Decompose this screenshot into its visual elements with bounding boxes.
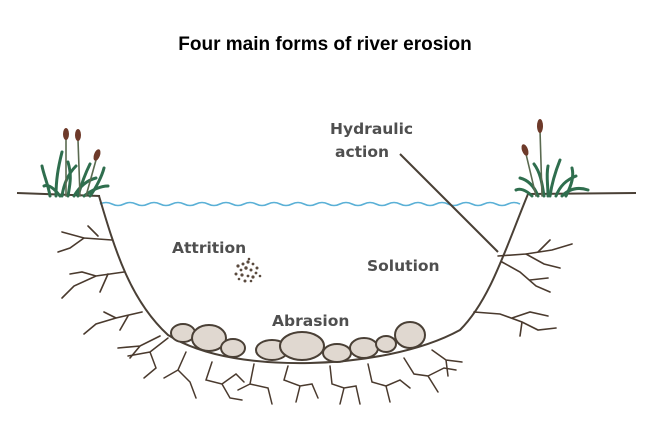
roots-right-bank xyxy=(473,239,573,337)
pebble xyxy=(375,335,397,353)
pebble xyxy=(394,321,426,349)
riverbed-outline xyxy=(98,193,529,365)
abrasion-label: Abrasion xyxy=(272,312,350,330)
hydraulic-action-label-line1: Hydraulic xyxy=(330,120,414,138)
attrition-label: Attrition xyxy=(172,239,247,257)
reeds-left xyxy=(40,128,110,198)
attrition-particles xyxy=(234,257,262,283)
pebble xyxy=(349,337,379,359)
hydraulic-action-label-line2: action xyxy=(335,143,390,161)
hydraulic-action-pointer xyxy=(399,153,499,253)
ground-line-right xyxy=(527,192,637,195)
pebble xyxy=(322,343,352,363)
bed-cracks xyxy=(127,337,463,405)
solution-label: Solution xyxy=(367,257,440,275)
pebbles xyxy=(170,321,426,363)
reeds-right xyxy=(514,119,590,198)
pebble xyxy=(279,331,325,361)
pebble xyxy=(220,338,246,358)
roots-left-bank xyxy=(57,225,161,359)
water-surface xyxy=(99,201,521,207)
pebble xyxy=(191,324,227,352)
diagram-title: Four main forms of river erosion xyxy=(178,34,472,55)
